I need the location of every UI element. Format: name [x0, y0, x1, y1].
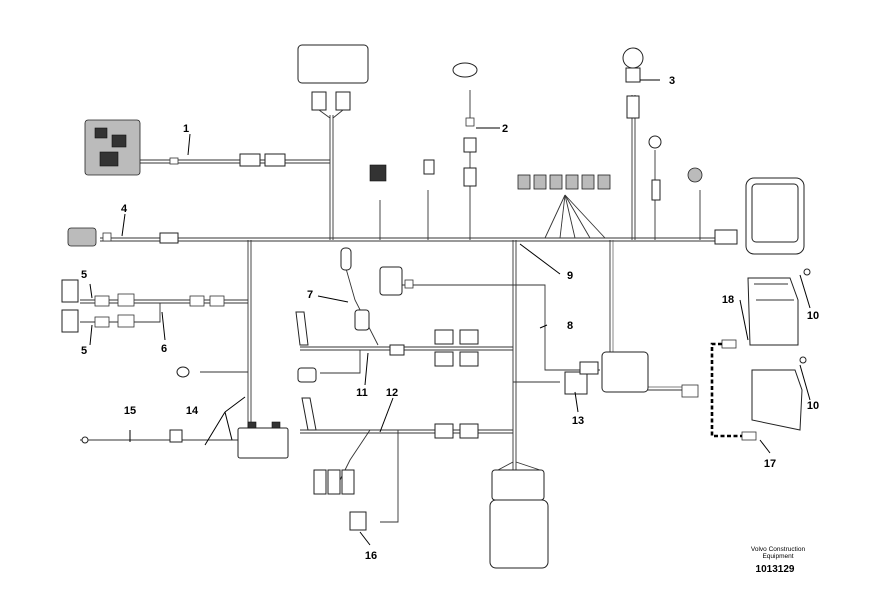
switch-block — [313, 469, 355, 495]
callout-9: 9 — [567, 270, 573, 282]
callout-11: 11 — [356, 387, 368, 399]
engine-component — [84, 119, 286, 176]
callout-5b: 5 — [81, 345, 87, 357]
joystick-right — [301, 397, 479, 439]
leader-lines — [89, 79, 811, 546]
callout-12: 12 — [386, 387, 398, 399]
keypad — [379, 266, 414, 296]
callout-10a: 10 — [807, 310, 819, 322]
sensor-component-4 — [67, 227, 179, 247]
ground-strap-15 — [81, 429, 183, 444]
callout-8: 8 — [567, 320, 573, 332]
horn-components-5 — [61, 279, 135, 333]
callout-17: 17 — [764, 458, 776, 470]
callouts: 1 2 3 4 5 5 6 7 8 9 10 10 11 12 13 14 15… — [81, 75, 819, 562]
relay-block — [517, 174, 611, 190]
battery-14 — [237, 421, 289, 459]
ecu-module — [297, 44, 369, 119]
sensor-component-2 — [452, 62, 478, 153]
solenoid-16 — [349, 511, 367, 531]
callout-13: 13 — [572, 415, 584, 427]
connector-cluster-mid — [389, 329, 479, 367]
joystick-left — [295, 311, 317, 383]
display-monitor — [714, 177, 805, 255]
callout-3: 3 — [669, 75, 675, 87]
main-harness — [80, 90, 735, 523]
callout-1: 1 — [183, 123, 189, 135]
brand-line-2: Equipment — [762, 553, 794, 560]
callout-15: 15 — [124, 405, 136, 417]
cab-components — [681, 268, 811, 441]
callout-6: 6 — [161, 343, 167, 355]
small-sensors — [369, 135, 703, 201]
control-panel-13 — [564, 351, 649, 395]
lamp-component-3 — [622, 47, 644, 119]
callout-10b: 10 — [807, 400, 819, 412]
document-number: 1013129 — [755, 564, 795, 575]
callout-4: 4 — [121, 203, 128, 215]
connectors-left — [176, 295, 225, 378]
seat-module — [489, 469, 549, 569]
callout-14: 14 — [186, 405, 199, 417]
brand-line-1: Volvo Construction — [750, 546, 806, 553]
callout-18: 18 — [722, 294, 734, 306]
callout-7: 7 — [307, 289, 313, 301]
callout-16: 16 — [365, 550, 377, 562]
callout-2: 2 — [502, 123, 508, 135]
joystick-7 — [340, 247, 370, 331]
callout-5a: 5 — [81, 269, 87, 281]
